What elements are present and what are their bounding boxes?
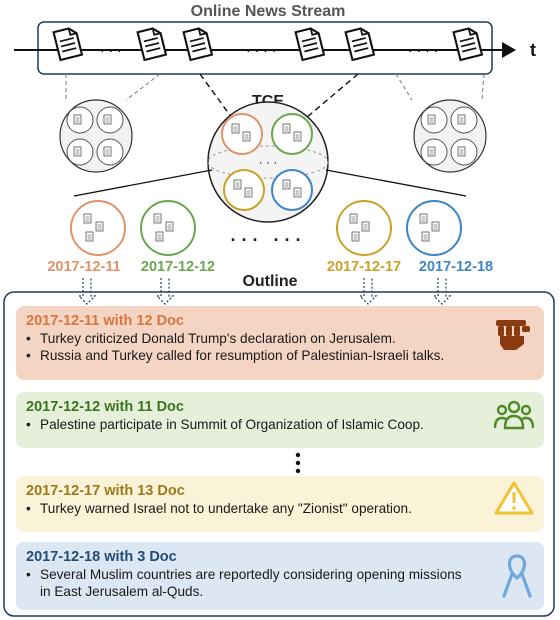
- outline-card: 2017-12-11 with 12 Doc Turkey criticized…: [16, 306, 544, 380]
- projection-line: [125, 73, 161, 101]
- stream-ellipsis: · · · ·: [246, 42, 276, 58]
- date-label-3: 2017-12-18: [419, 259, 493, 275]
- stream-ellipsis: · · · ·: [408, 42, 438, 58]
- time-axis-label: t: [530, 40, 536, 60]
- down-arrow: [432, 278, 452, 305]
- date-cluster-2017-12-12: [140, 200, 196, 256]
- date-label-1: 2017-12-12: [141, 259, 215, 275]
- date-cluster-2017-12-11: [70, 200, 126, 256]
- down-arrow: [155, 278, 175, 305]
- tce-cluster: · · ·: [207, 101, 329, 223]
- projection-line: [199, 73, 233, 119]
- side-cluster-right: [413, 99, 487, 173]
- projection-line: [305, 73, 359, 119]
- date-cluster-2017-12-18: [406, 200, 462, 256]
- cluster-ellipsis: · · · · · ·: [231, 230, 302, 250]
- stream-title: Online News Stream: [191, 3, 346, 20]
- card-title: 2017-12-17 with 13 Doc: [26, 483, 185, 499]
- protest-fist-icon: [496, 320, 530, 350]
- ribbon-icon: [502, 554, 532, 598]
- side-cluster-left: [59, 99, 133, 173]
- outline-label: Outline: [242, 273, 297, 290]
- outline-card: 2017-12-12 with 11 Doc Palestine partici…: [16, 392, 544, 448]
- people-group-icon: [494, 400, 534, 430]
- card-title: 2017-12-11 with 12 Doc: [26, 313, 184, 329]
- projection-line: [481, 73, 485, 101]
- outline-card: 2017-12-18 with 3 Doc Several Muslim cou…: [16, 542, 544, 610]
- card-bullet: Russia and Turkey called for resumption …: [26, 347, 534, 364]
- card-bullet: Palestine participate in Summit of Organ…: [26, 416, 534, 433]
- card-title: 2017-12-12 with 11 Doc: [26, 399, 184, 415]
- down-arrow: [77, 278, 97, 305]
- card-bullet: Turkey warned Israel not to undertake an…: [26, 500, 534, 517]
- vertical-ellipsis: [295, 452, 301, 474]
- outline-card: 2017-12-17 with 13 Doc Turkey warned Isr…: [16, 476, 544, 532]
- down-arrow: [358, 278, 378, 305]
- fan-line: [325, 169, 467, 197]
- card-bullet: Several Muslim countries are reportedly …: [26, 566, 534, 600]
- card-title: 2017-12-18 with 3 Doc: [26, 549, 177, 565]
- fan-line: [73, 169, 213, 197]
- stream-ellipsis: · · ·: [100, 42, 122, 58]
- date-cluster-2017-12-17: [336, 200, 392, 256]
- date-label-2: 2017-12-17: [327, 259, 401, 275]
- projection-line: [395, 73, 413, 101]
- card-bullet: Turkey criticized Donald Trump's declara…: [26, 330, 534, 347]
- svg-text:· · ·: · · ·: [259, 155, 278, 169]
- date-label-0: 2017-12-11: [47, 259, 120, 275]
- warning-icon: [494, 481, 534, 515]
